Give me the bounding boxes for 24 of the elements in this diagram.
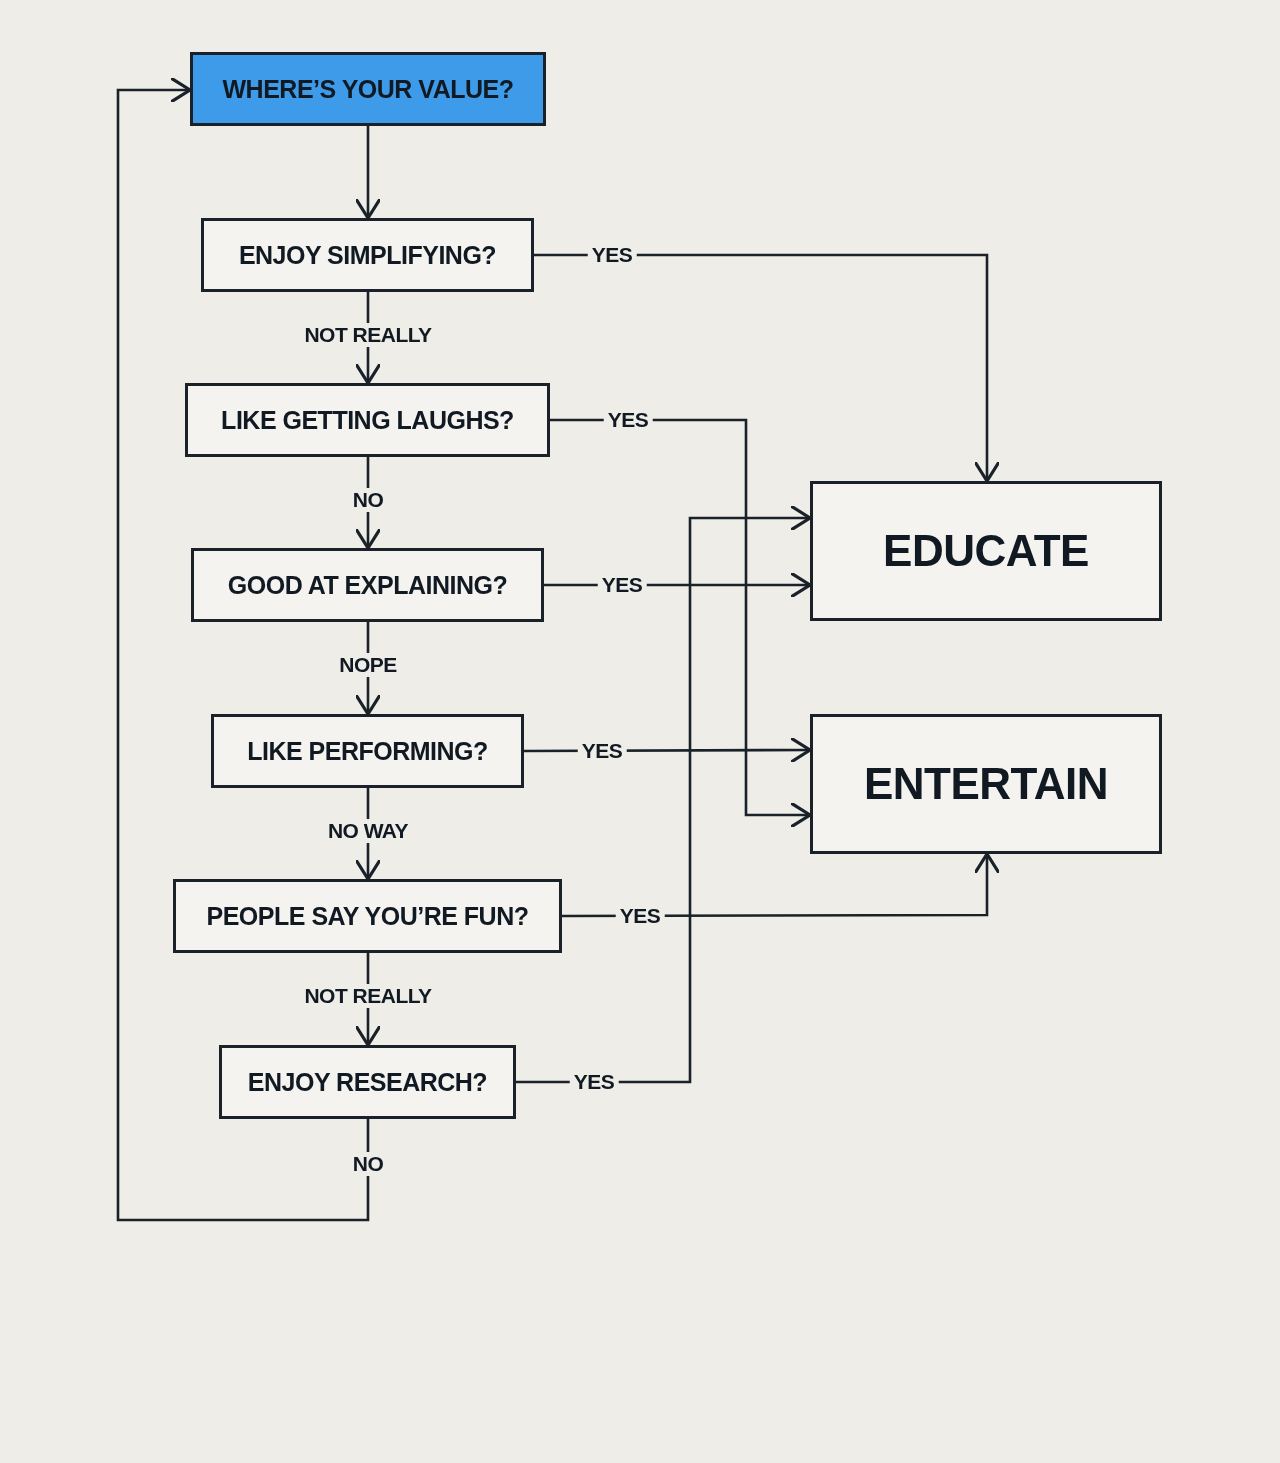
result-box (810, 481, 1162, 621)
question-box (173, 879, 562, 953)
node-label: LIKE PERFORMING? (247, 736, 488, 766)
node-label: GOOD AT EXPLAINING? (227, 570, 508, 600)
arrow (354, 126, 382, 220)
arrow (116, 76, 370, 1222)
result-box (810, 714, 1162, 854)
question-box (211, 714, 524, 788)
node-label: PEOPLE SAY YOU’RE FUN? (206, 901, 529, 931)
question-box (185, 383, 550, 457)
node-label: WHERE’S YOUR VALUE? (222, 74, 514, 104)
arrow (516, 504, 812, 1084)
arrow (534, 253, 1001, 483)
arrow (562, 852, 1001, 918)
node-label: ENJOY SIMPLIFYING? (238, 240, 497, 270)
question-box (201, 218, 534, 292)
node-label: ENJOY RESEARCH? (247, 1067, 488, 1097)
question-box (191, 548, 544, 622)
node-label: EDUCATE (883, 526, 1089, 576)
question-box (190, 52, 546, 126)
arrow (550, 418, 812, 829)
node-label: ENTERTAIN (864, 759, 1108, 809)
question-box (219, 1045, 516, 1119)
node-label: LIKE GETTING LAUGHS? (221, 405, 514, 435)
